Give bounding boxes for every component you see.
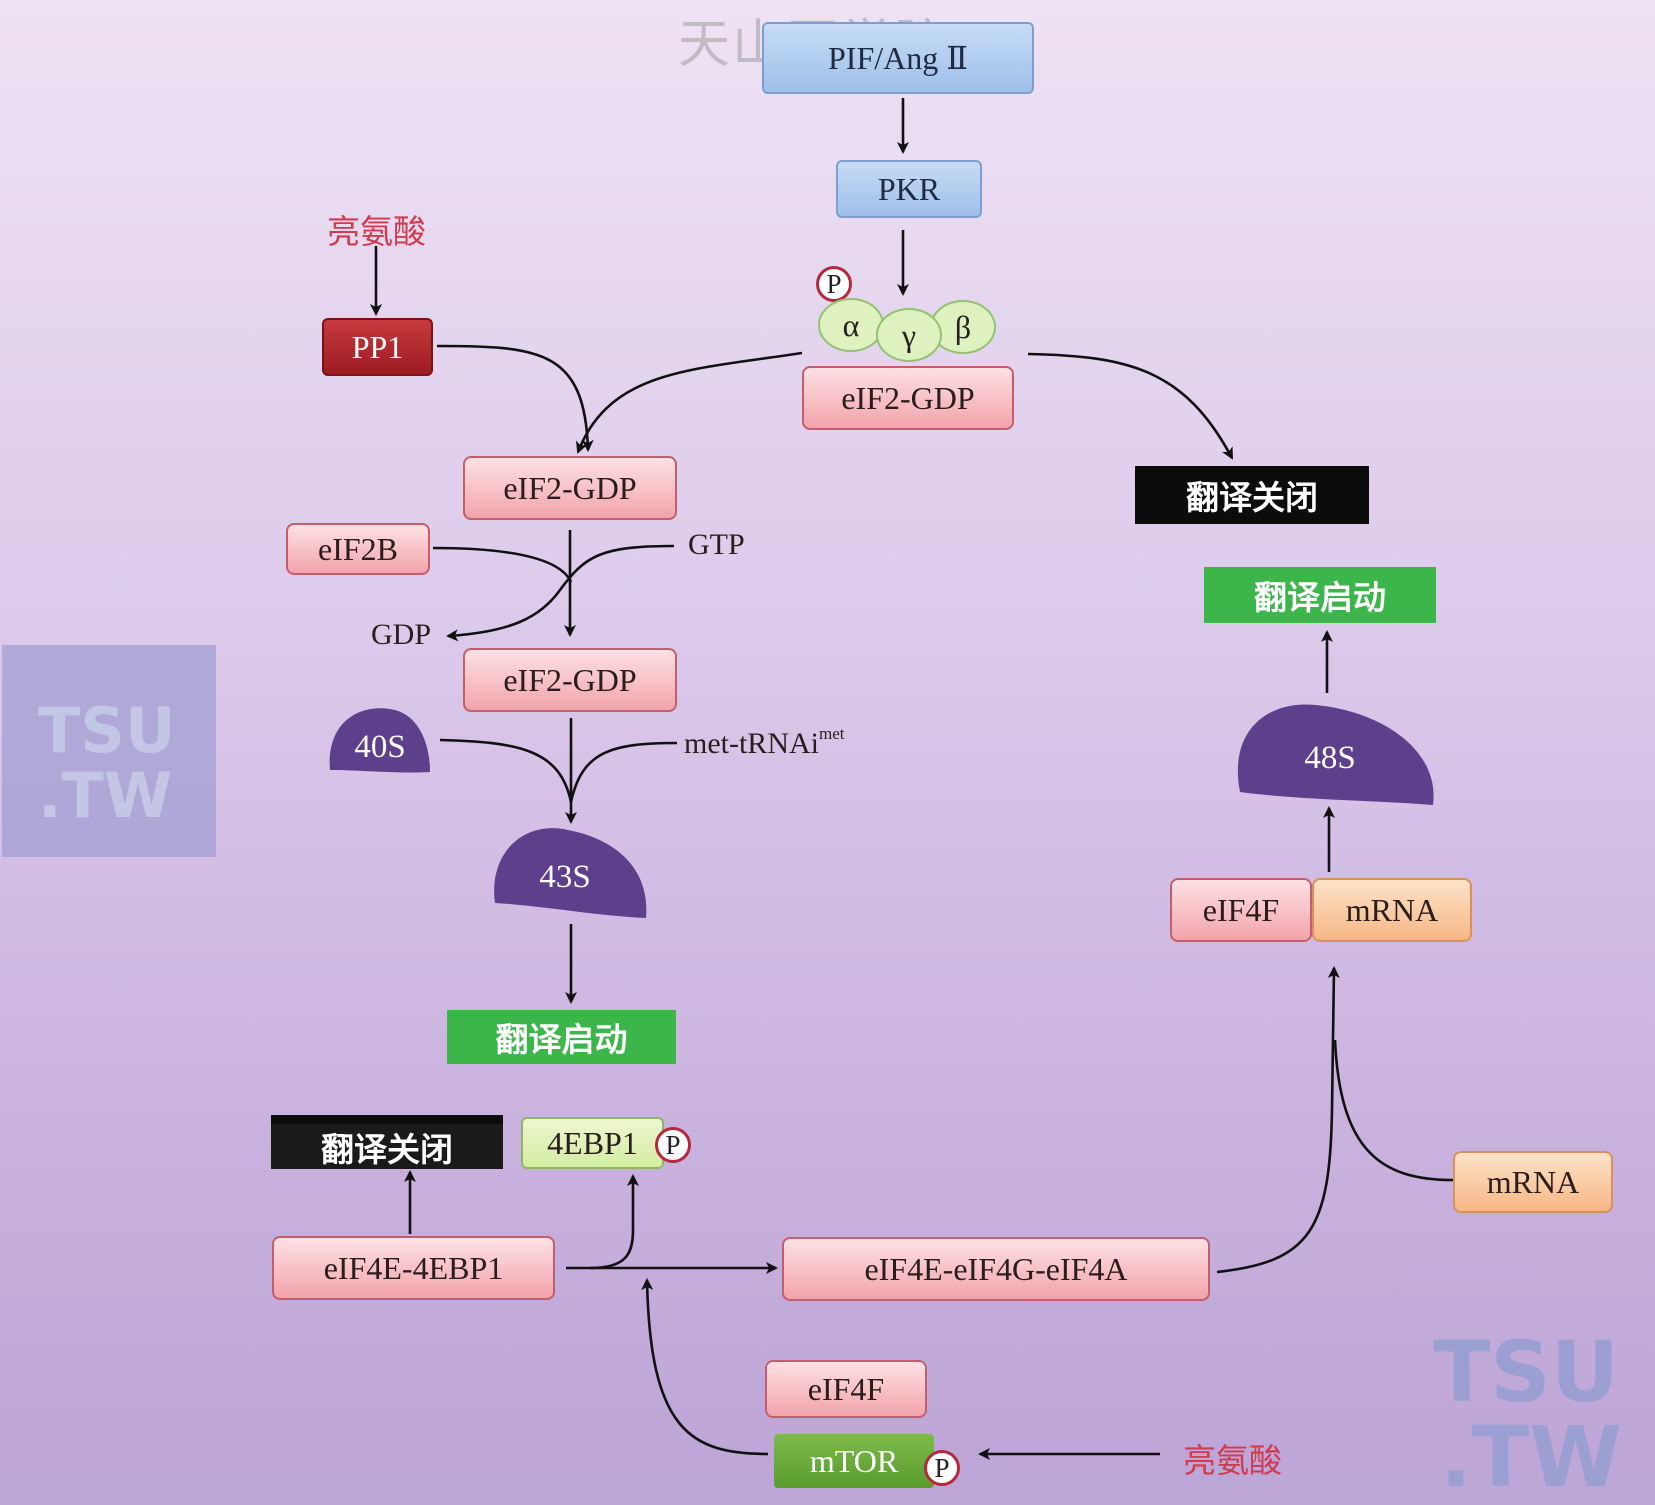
met-trna-superscript: met	[819, 724, 845, 743]
watermark-left-box	[2, 645, 216, 857]
eif2-beta-subunit: β	[930, 300, 996, 354]
ribosome-40s-shape	[329, 708, 430, 773]
arrow-to-4ebp1	[589, 1174, 639, 1270]
watermark-right-line2: .TW	[1440, 1408, 1622, 1505]
eif4f-right-node: eIF4F	[1170, 878, 1312, 942]
ribosome-48s-label: 48S	[1304, 739, 1356, 776]
pif-ang-node: PIF/Ang Ⅱ	[762, 22, 1034, 94]
pp1-node: PP1	[322, 318, 433, 376]
arrow-mtor-to-split	[641, 1278, 769, 1456]
phosphate-icon-eif2: P	[816, 266, 852, 302]
arrow-to-translation-off	[1027, 352, 1234, 460]
ribosome-40s-label: 40S	[354, 728, 406, 765]
arrow-eif2-to-eif2	[576, 351, 803, 454]
translation-start-left: 翻译启动	[447, 1010, 676, 1064]
watermark-right-line1: TSU	[1433, 1323, 1620, 1421]
eif4e-4ebp1-node: eIF4E-4EBP1	[272, 1236, 555, 1300]
pkr-node: PKR	[836, 160, 982, 218]
mrna-right-node: mRNA	[1312, 878, 1472, 942]
mtor-node: mTOR	[774, 1434, 934, 1488]
arrow-eif2b	[432, 546, 573, 583]
eif4f-bottom-node: eIF4F	[765, 1360, 927, 1418]
eif4e-eif4g-eif4a-node: eIF4E-eIF4G-eIF4A	[782, 1237, 1210, 1301]
arrow-complex-to-eif4f	[1216, 966, 1340, 1274]
gdp-label: GDP	[371, 618, 432, 651]
eif2-gamma-subunit: γ	[876, 308, 942, 362]
eif2-gdp-low-node: eIF2-GDP	[463, 648, 677, 712]
ribosome-43s-shape	[494, 828, 647, 918]
translation-start-right: 翻译启动	[1204, 567, 1436, 623]
eif2-gdp-top-node: eIF2-GDP	[802, 366, 1014, 430]
arrow-met-trna-join	[569, 741, 678, 803]
eif2-gdp-mid-node: eIF2-GDP	[463, 456, 677, 520]
arrow-40s-join	[439, 738, 573, 803]
phosphate-icon-mtor: P	[924, 1450, 960, 1486]
leucine-label-top: 亮氨酸	[327, 212, 426, 251]
watermark-left-line1: TSU	[38, 694, 176, 767]
phosphate-icon-4ebp1: P	[655, 1127, 691, 1163]
leucine-label-bottom: 亮氨酸	[1183, 1441, 1282, 1480]
translation-off-right: 翻译关闭	[1135, 466, 1369, 524]
met-trna-label: met-tRNAimet	[684, 724, 845, 761]
eif2-alpha-subunit: α	[818, 298, 884, 352]
arrow-mrna-join	[1333, 1039, 1454, 1182]
gtp-label: GTP	[688, 528, 745, 561]
4ebp1-node: 4EBP1	[521, 1117, 664, 1169]
met-trna-text: met-tRNAi	[684, 727, 819, 760]
arrow-gtp-to-gdp	[446, 544, 675, 642]
arrow-pp1-to-eif2	[436, 344, 594, 452]
mrna-lower-node: mRNA	[1453, 1151, 1613, 1213]
watermark-left-line2: .TW	[38, 759, 173, 832]
eif2b-node: eIF2B	[286, 523, 430, 575]
translation-off-left: 翻译关闭	[271, 1115, 503, 1169]
ribosome-43s-label: 43S	[539, 858, 591, 895]
ribosome-48s-shape	[1237, 704, 1434, 805]
